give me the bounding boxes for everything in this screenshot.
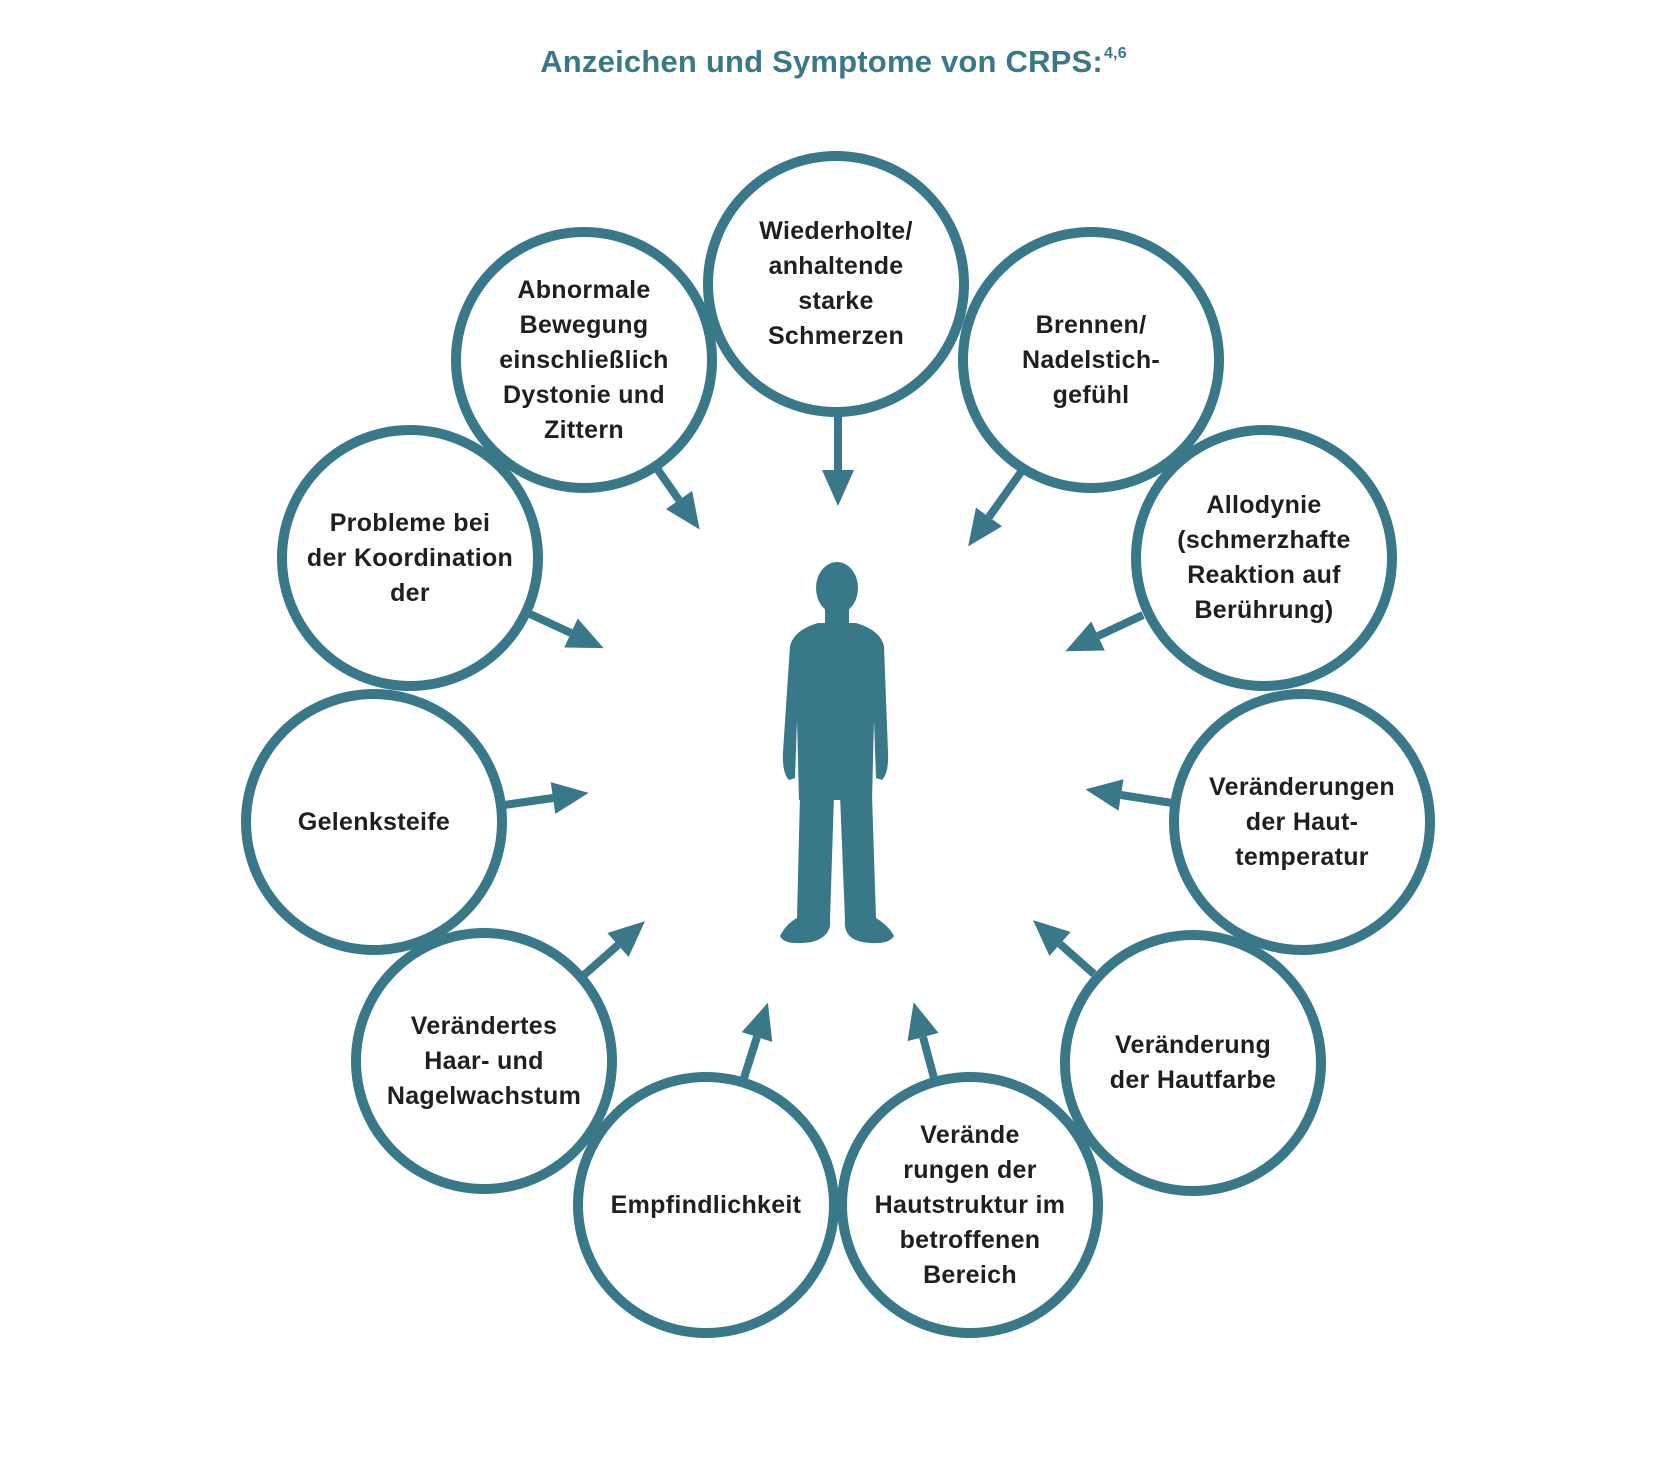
- circle-skin-color: [1060, 930, 1326, 1196]
- symptom-coordination: Probleme bei der Koordination der: [282, 430, 538, 686]
- arrow-coordination: [528, 610, 604, 649]
- symptom-skin-structure: Verände rungen der Hautstruktur im betro…: [842, 1077, 1098, 1333]
- arrow-skin-structure: [907, 1002, 939, 1080]
- circle-burning: [958, 227, 1224, 493]
- circle-joint-stiffness: [241, 689, 507, 955]
- symptom-allodynia: Allodynie (schmerzhafte Reaktion auf Ber…: [1136, 430, 1392, 686]
- symptom-skin-color: Veränderung der Hautfarbe: [1065, 935, 1321, 1191]
- symptom-label: Wiederholte/ anhaltende starke Schmerzen: [759, 217, 913, 350]
- symptom-movement: Abnormale Bewegung einschließlich Dyston…: [456, 232, 712, 488]
- person-silhouette-icon: [780, 562, 894, 944]
- arrow-burning: [968, 469, 1025, 547]
- circle-allodynia: [1131, 425, 1397, 691]
- page-title: Anzeichen und Symptome von CRPS:4,6: [0, 44, 1667, 80]
- symptom-label: Gelenksteife: [297, 807, 451, 836]
- circle-skin-temperature: [1169, 689, 1435, 955]
- symptom-label: Abnormale Bewegung einschließlich Dyston…: [499, 275, 669, 444]
- arrow-skin-color: [1033, 920, 1097, 977]
- symptom-label: Verände rungen der Hautstruktur im betro…: [874, 1120, 1066, 1289]
- arrow-hair-nail: [581, 921, 645, 978]
- circle-hair-nail: [351, 928, 617, 1194]
- circle-skin-structure: [837, 1072, 1103, 1338]
- symptom-label: Probleme bei der Koordination der: [306, 508, 514, 607]
- arrow-skin-temperature: [1085, 779, 1173, 811]
- circle-sensitivity: [573, 1072, 839, 1338]
- arrow-allodynia: [1065, 611, 1145, 652]
- symptom-label: Veränderung der Hautfarbe: [1109, 1031, 1277, 1094]
- title-superscript: 4,6: [1103, 45, 1127, 62]
- symptom-label: Empfindlichkeit: [610, 1190, 802, 1219]
- circle-movement: [451, 227, 717, 493]
- arrow-joint-stiffness: [503, 782, 589, 814]
- symptom-label: Veränderungen der Haut- temperatur: [1209, 772, 1395, 871]
- title-text: Anzeichen und Symptome von CRPS:: [540, 44, 1103, 79]
- symptom-skin-temperature: Veränderungen der Haut- temperatur: [1174, 694, 1430, 950]
- symptom-pain: Wiederholte/ anhaltende starke Schmerzen: [708, 156, 964, 412]
- symptom-joint-stiffness: Gelenksteife: [246, 694, 502, 950]
- symptom-label: Allodynie (schmerzhafte Reaktion auf Ber…: [1177, 491, 1351, 624]
- symptom-label: Verändertes Haar- und Nagelwachstum: [386, 1011, 582, 1110]
- symptom-burning: Brennen/ Nadelstich- gefühl: [963, 232, 1219, 488]
- arrow-sensitivity: [740, 1002, 773, 1080]
- symptom-hair-nail: Verändertes Haar- und Nagelwachstum: [356, 933, 612, 1189]
- arrow-movement: [654, 467, 700, 530]
- circle-coordination: [277, 425, 543, 691]
- symptom-label: Brennen/ Nadelstich- gefühl: [1021, 310, 1161, 409]
- circle-pain: [703, 151, 969, 417]
- symptom-sensitivity: Empfindlichkeit: [578, 1077, 834, 1333]
